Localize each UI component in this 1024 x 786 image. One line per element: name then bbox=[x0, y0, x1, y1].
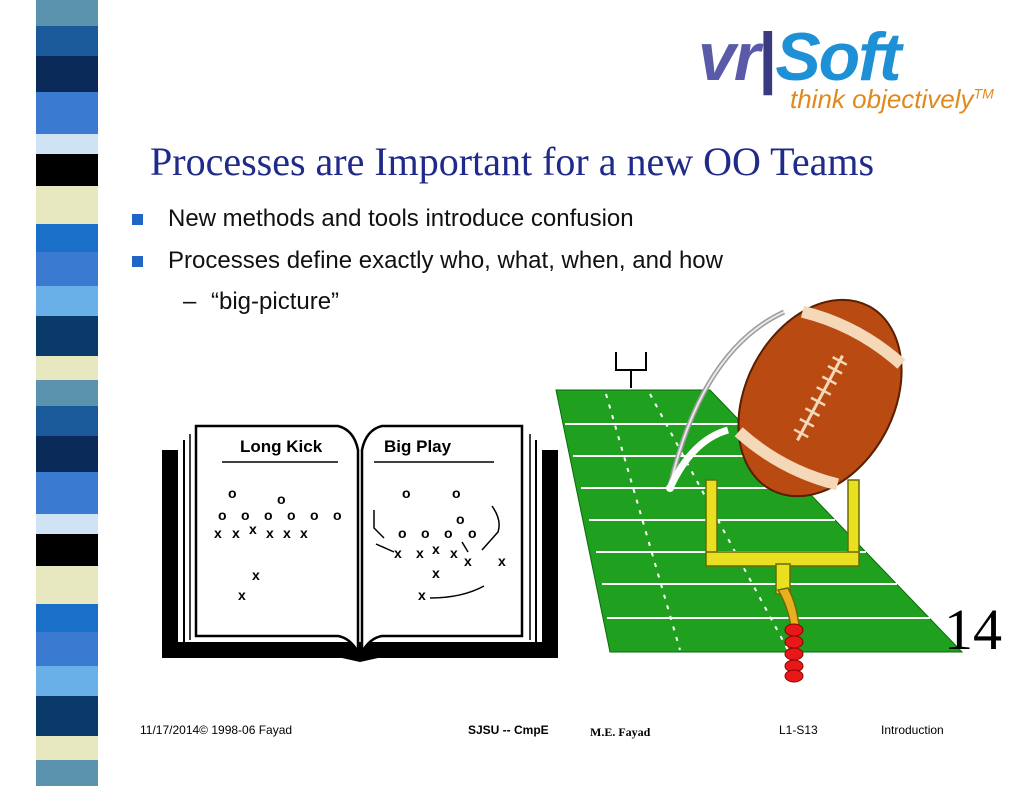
footer-code: L1-S13 bbox=[779, 723, 818, 737]
footer-copyright: © 1998-06 Fayad bbox=[199, 723, 293, 737]
logo-trademark: TM bbox=[973, 85, 994, 102]
bullet-1: New methods and tools introduce confusio… bbox=[168, 205, 634, 232]
logo-wordmark: vr|Soft bbox=[698, 19, 902, 95]
play-o-mark: o bbox=[287, 507, 296, 523]
bullet-square-icon bbox=[132, 256, 143, 267]
play-x-mark: x bbox=[498, 553, 506, 569]
bullet-square-icon bbox=[132, 214, 143, 225]
play-o-mark: o bbox=[444, 525, 453, 541]
play-x-mark: x bbox=[249, 521, 257, 537]
play-x-mark: x bbox=[432, 541, 440, 557]
footer-author: M.E. Fayad bbox=[590, 725, 651, 739]
play-o-mark: o bbox=[333, 507, 342, 523]
sub-bullet-dash: – bbox=[183, 288, 197, 315]
slide-number: 14 bbox=[944, 597, 1002, 662]
football-field-illustration bbox=[555, 298, 964, 683]
logo-tagline: think objectivelyTM bbox=[790, 84, 994, 115]
play-o-mark: o bbox=[456, 511, 465, 527]
sub-bullet-1: “big-picture” bbox=[211, 288, 340, 315]
play-x-mark: x bbox=[266, 525, 274, 541]
logo-tagline-text: think objectively bbox=[790, 84, 974, 114]
play-o-mark: o bbox=[277, 491, 286, 507]
decorative-strip bbox=[36, 0, 98, 786]
play-x-mark: x bbox=[283, 525, 291, 541]
play-o-mark: o bbox=[402, 485, 411, 501]
play-o-mark: o bbox=[264, 507, 273, 523]
footer-course: SJSU -- CmpE bbox=[468, 723, 549, 737]
play-x-mark: x bbox=[394, 545, 402, 561]
logo-bar: | bbox=[758, 19, 777, 95]
play-o-mark: o bbox=[398, 525, 407, 541]
play-x-mark: x bbox=[300, 525, 308, 541]
play-x-mark: x bbox=[232, 525, 240, 541]
right-page-title: Big Play bbox=[384, 437, 452, 456]
play-o-mark: o bbox=[310, 507, 319, 523]
slide-title: Processes are Important for a new OO Tea… bbox=[150, 139, 875, 184]
play-x-mark: x bbox=[416, 545, 424, 561]
play-x-mark: x bbox=[214, 525, 222, 541]
play-x-mark: x bbox=[238, 587, 246, 603]
play-o-mark: o bbox=[228, 485, 237, 501]
play-x-mark: x bbox=[450, 545, 458, 561]
play-o-mark: o bbox=[421, 525, 430, 541]
play-x-mark: x bbox=[418, 587, 426, 603]
bullet-2: Processes define exactly who, what, when… bbox=[168, 247, 723, 274]
play-o-mark: o bbox=[241, 507, 250, 523]
footer-section: Introduction bbox=[881, 723, 944, 737]
footer-date-copyright: 11/17/2014© 1998-06 Fayad bbox=[140, 723, 292, 737]
left-page-title: Long Kick bbox=[240, 437, 323, 456]
play-x-mark: x bbox=[432, 565, 440, 581]
play-o-mark: o bbox=[468, 525, 477, 541]
vrsoft-logo: vr|Soft think objectivelyTM bbox=[698, 22, 1008, 122]
play-o-mark: o bbox=[452, 485, 461, 501]
play-o-mark: o bbox=[218, 507, 227, 523]
footer-date: 11/17/2014 bbox=[140, 723, 200, 737]
playbook-illustration: Long Kick Big Play o o o o o o o o x x x… bbox=[162, 424, 558, 662]
play-x-mark: x bbox=[252, 567, 260, 583]
play-x-mark: x bbox=[464, 553, 472, 569]
logo-soft: Soft bbox=[775, 19, 901, 95]
logo-vr: vr bbox=[698, 19, 760, 95]
